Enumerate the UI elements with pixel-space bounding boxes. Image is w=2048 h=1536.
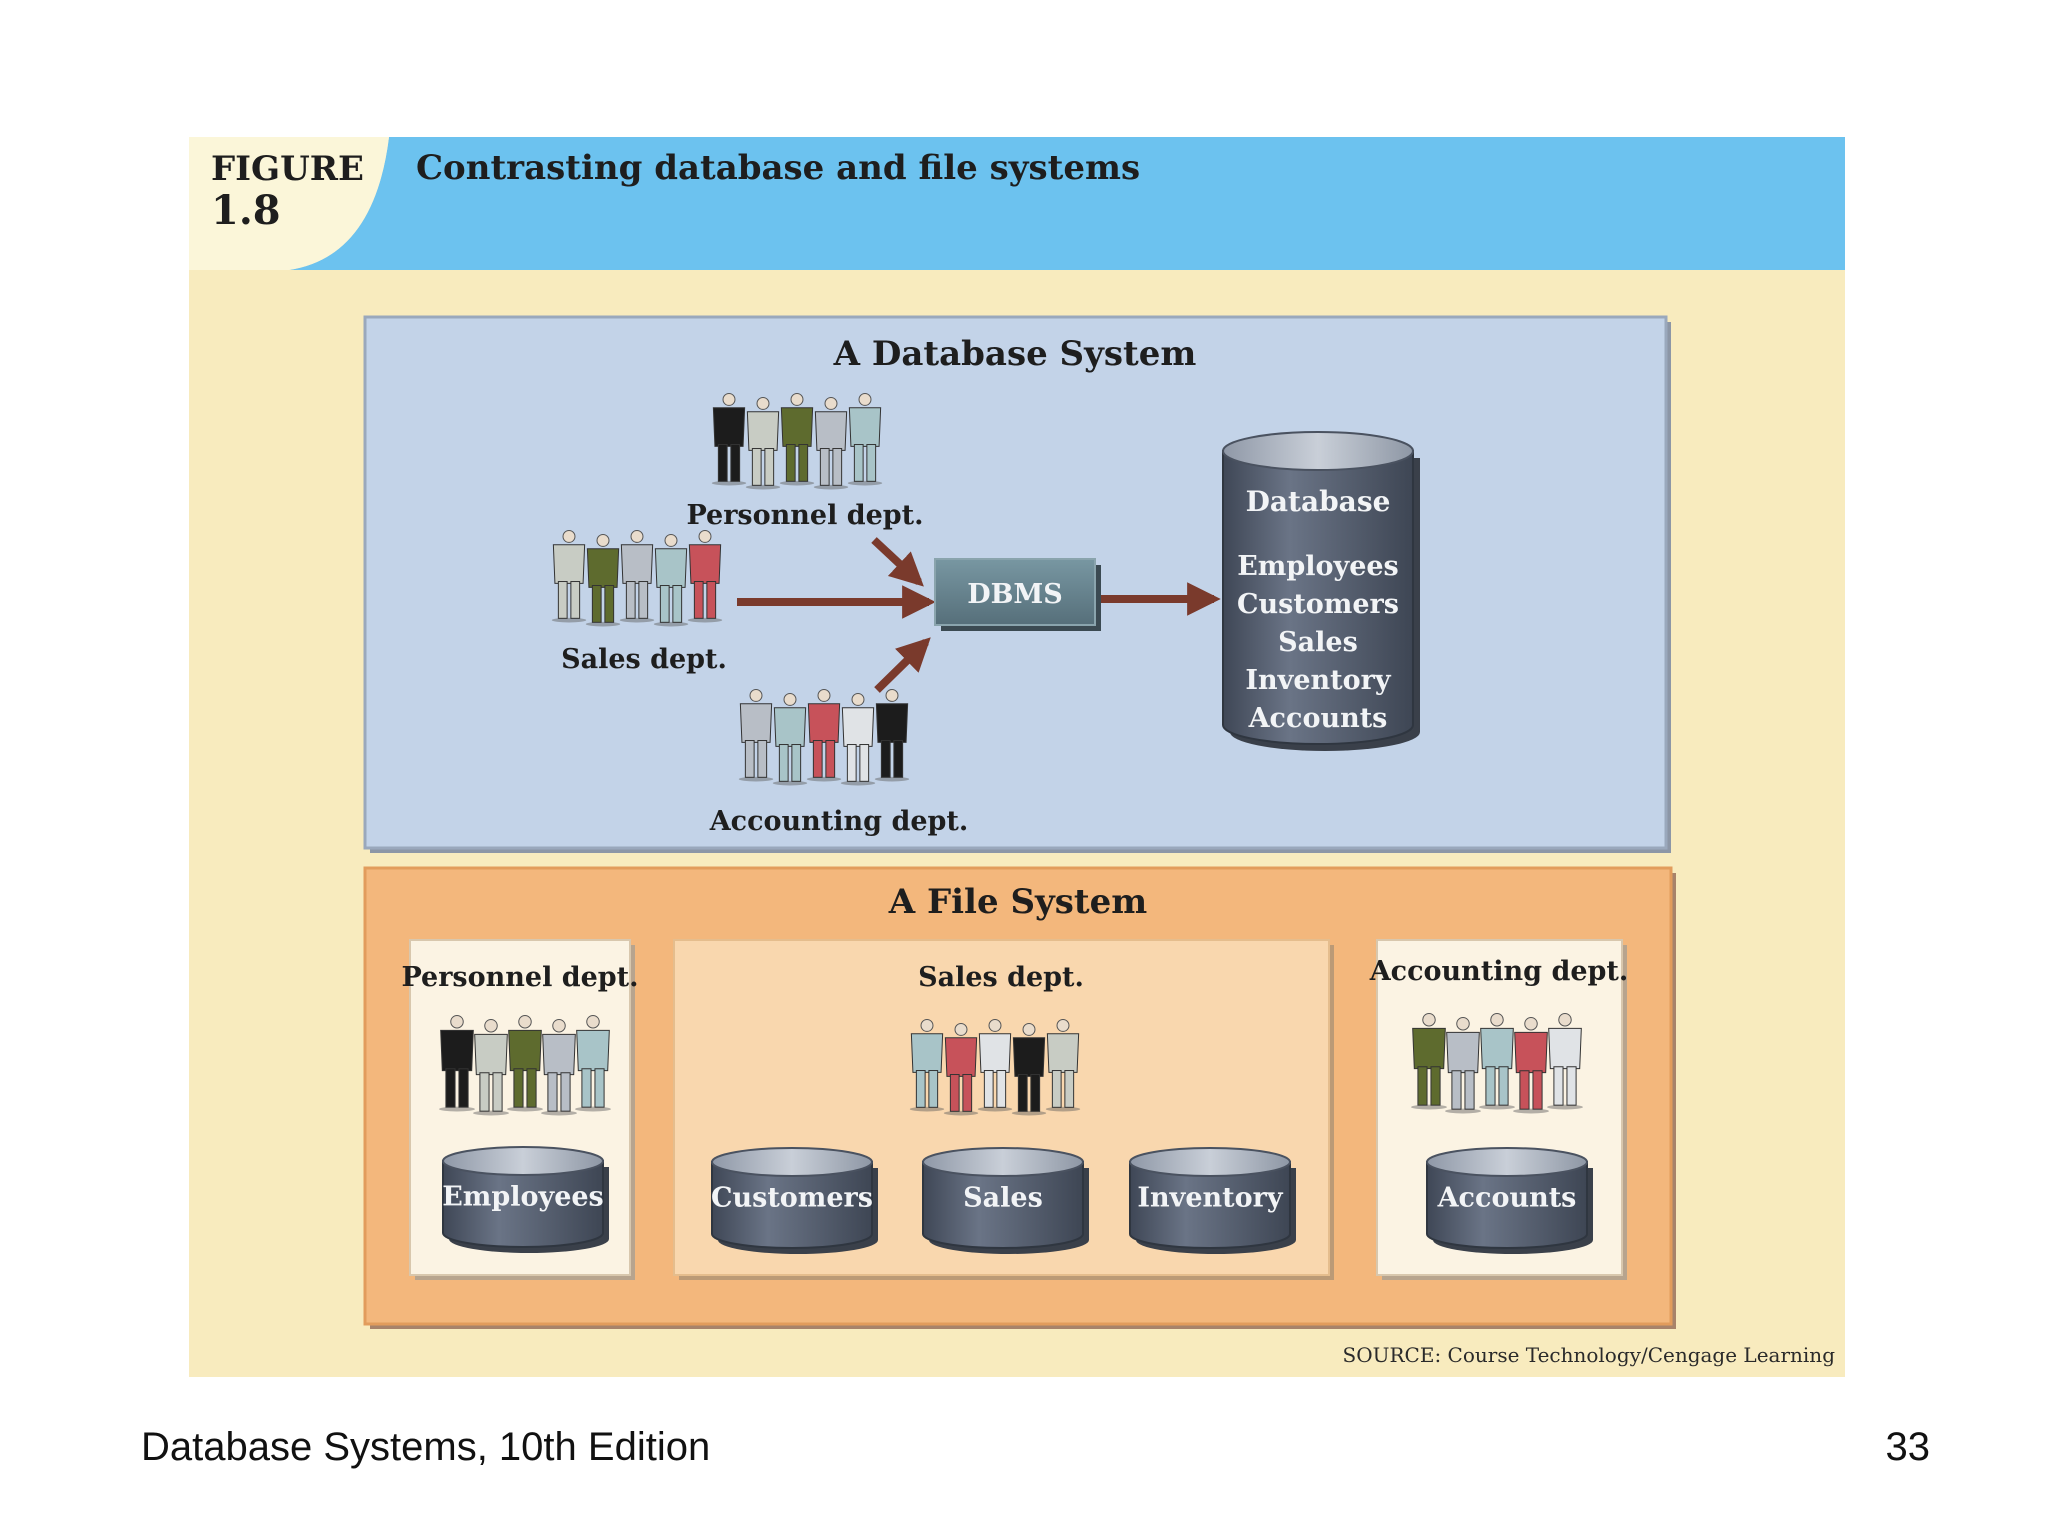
person-icon bbox=[779, 392, 815, 486]
person-icon bbox=[585, 533, 621, 627]
person-icon bbox=[1411, 1012, 1447, 1110]
fs-personnel-files: Employees bbox=[442, 1146, 609, 1253]
dbms-label: DBMS bbox=[967, 579, 1063, 610]
figure-header-band bbox=[289, 137, 1845, 270]
file-label: Accounts bbox=[1437, 1183, 1577, 1214]
database-item: Employees bbox=[1237, 551, 1399, 582]
person-icon bbox=[745, 396, 781, 490]
file-cylinder: Accounts bbox=[1426, 1147, 1593, 1254]
fs-personnel-label: Personnel dept. bbox=[401, 962, 638, 993]
database-title: Database bbox=[1246, 485, 1391, 518]
database-system-title: A Database System bbox=[833, 334, 1197, 374]
person-icon bbox=[1045, 1018, 1081, 1112]
figure-title: Contrasting database and file systems bbox=[416, 148, 1140, 188]
person-icon bbox=[653, 533, 689, 627]
person-icon bbox=[738, 688, 774, 782]
fs-personnel-people-group bbox=[439, 1014, 611, 1116]
database-item: Customers bbox=[1237, 589, 1399, 620]
person-icon bbox=[772, 692, 808, 786]
person-icon bbox=[1547, 1012, 1583, 1110]
db-sales-label: Sales dept. bbox=[561, 644, 727, 675]
person-icon bbox=[1011, 1022, 1047, 1116]
file-cylinder: Customers bbox=[711, 1147, 878, 1254]
arrow-accounting-to-dbms bbox=[874, 637, 931, 693]
person-icon bbox=[1479, 1012, 1515, 1110]
person-icon bbox=[619, 529, 655, 623]
person-icon bbox=[806, 688, 842, 782]
figure-label-number: 1.8 bbox=[211, 187, 281, 234]
file-cylinder: Sales bbox=[922, 1147, 1089, 1254]
database-item: Sales bbox=[1278, 627, 1358, 658]
arrow-personnel-to-dbms bbox=[871, 537, 924, 587]
fs-sales-files: Customers Sales Inventory bbox=[711, 1147, 1296, 1254]
footer-book-title: Database Systems, 10th Edition bbox=[141, 1425, 711, 1469]
person-icon bbox=[551, 529, 587, 623]
fs-accounting-people-group bbox=[1411, 1012, 1583, 1114]
person-icon bbox=[909, 1018, 945, 1112]
database-item: Inventory bbox=[1245, 665, 1391, 696]
person-icon bbox=[507, 1014, 543, 1112]
file-label: Inventory bbox=[1137, 1183, 1283, 1214]
file-label: Customers bbox=[711, 1183, 873, 1214]
person-icon bbox=[575, 1014, 611, 1112]
figure: FIGURE 1.8 Contrasting database and file… bbox=[189, 137, 1845, 1377]
person-icon bbox=[813, 396, 849, 490]
database-cylinder bbox=[1222, 431, 1420, 751]
person-icon bbox=[711, 392, 747, 486]
database-item: Accounts bbox=[1248, 703, 1388, 734]
file-cylinder: Inventory bbox=[1129, 1147, 1296, 1254]
person-icon bbox=[874, 688, 910, 782]
sales-people-group bbox=[551, 529, 723, 627]
person-icon bbox=[1445, 1016, 1481, 1114]
personnel-people-group bbox=[711, 392, 883, 490]
fs-accounting-label: Accounting dept. bbox=[1369, 956, 1629, 987]
figure-label-tab bbox=[189, 137, 389, 270]
person-icon bbox=[687, 529, 723, 623]
database-system-panel: A Database System Personnel dept. Sales … bbox=[363, 315, 1671, 853]
person-icon bbox=[473, 1018, 509, 1116]
source-credit: SOURCE: Course Technology/Cengage Learni… bbox=[1343, 1343, 1836, 1367]
file-system-panel: A File System Personnel dept. Employees … bbox=[363, 866, 1676, 1329]
file-label: Sales bbox=[963, 1183, 1043, 1214]
file-system-title: A File System bbox=[888, 882, 1147, 922]
db-personnel-label: Personnel dept. bbox=[686, 500, 923, 531]
person-icon bbox=[977, 1018, 1013, 1112]
file-cylinder: Employees bbox=[442, 1146, 609, 1253]
dbms-box bbox=[934, 558, 1096, 626]
accounting-people-group bbox=[738, 688, 910, 786]
fs-accounting-files: Accounts bbox=[1426, 1147, 1593, 1254]
fs-sales-label: Sales dept. bbox=[918, 962, 1084, 993]
person-icon bbox=[439, 1014, 475, 1112]
db-accounting-label: Accounting dept. bbox=[709, 806, 969, 837]
footer-page-number: 33 bbox=[1885, 1425, 1931, 1469]
person-icon bbox=[847, 392, 883, 486]
person-icon bbox=[840, 692, 876, 786]
person-icon bbox=[1513, 1016, 1549, 1114]
figure-label-word: FIGURE bbox=[211, 149, 364, 189]
person-icon bbox=[943, 1022, 979, 1116]
person-icon bbox=[541, 1018, 577, 1116]
fs-sales-people-group bbox=[909, 1018, 1081, 1116]
file-label: Employees bbox=[442, 1182, 604, 1213]
